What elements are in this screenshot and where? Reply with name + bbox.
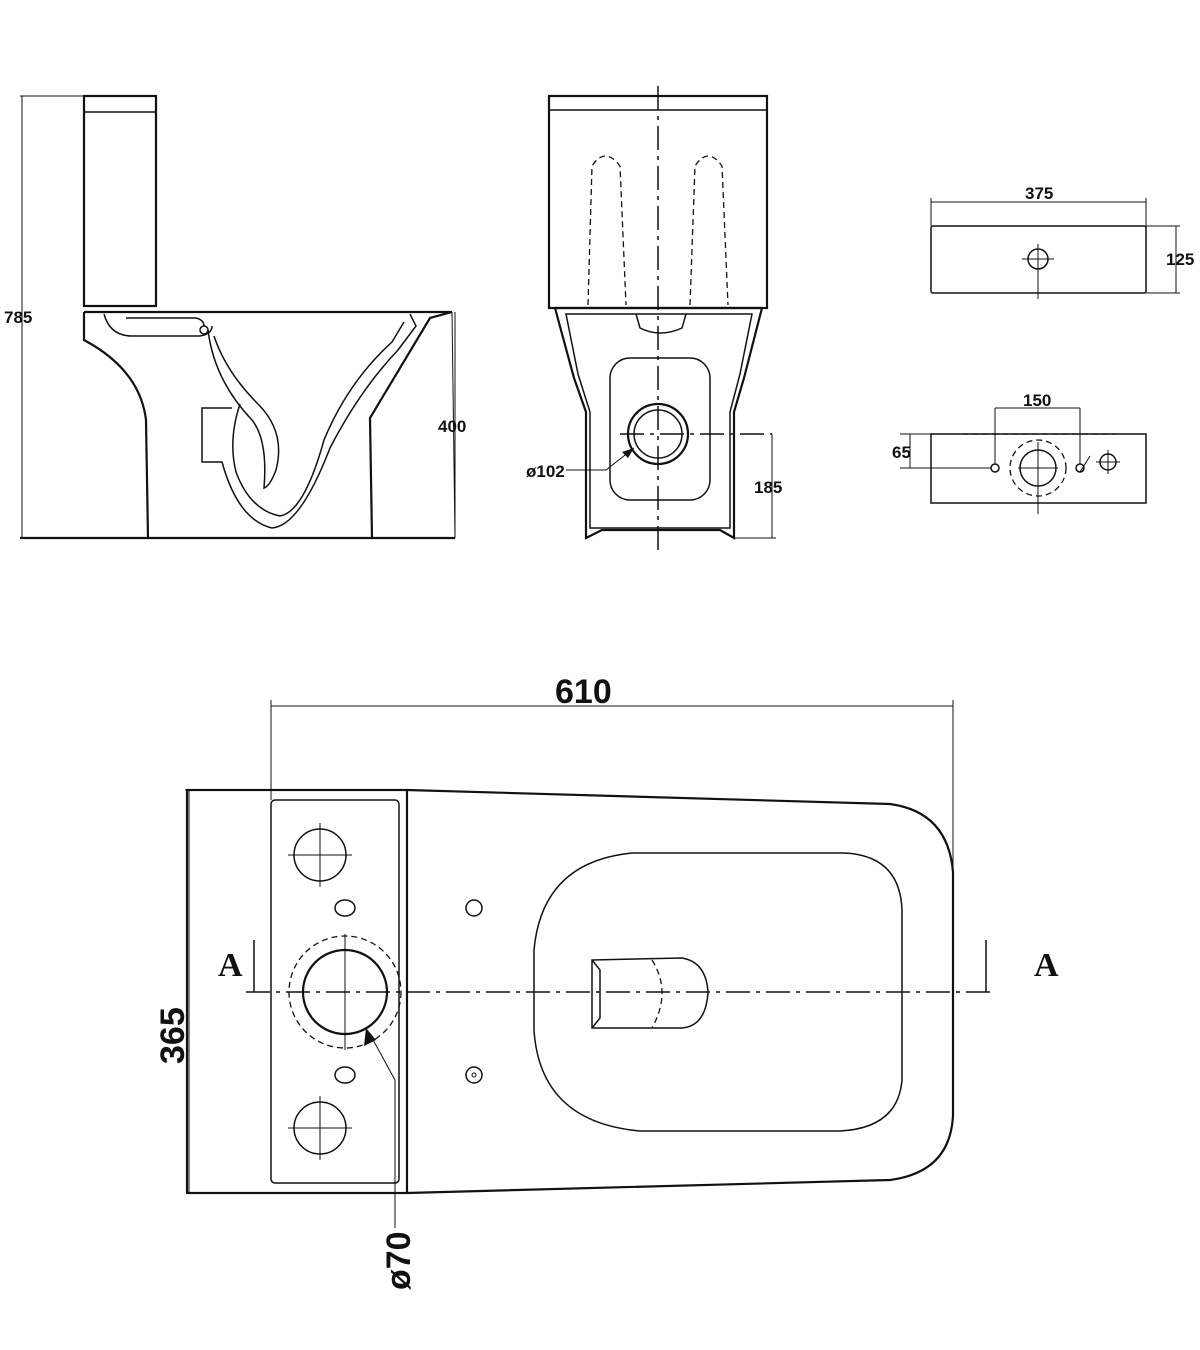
dim-125: 125 bbox=[1166, 250, 1194, 269]
plan-slot-bottom bbox=[334, 1066, 356, 1084]
cistern-top-view: 375 125 bbox=[930, 184, 1194, 299]
plan-bowl-outlet bbox=[591, 957, 709, 1029]
dim-150: 150 bbox=[1023, 391, 1051, 410]
dim-70: ø70 bbox=[380, 1231, 418, 1290]
dim-365: 365 bbox=[154, 1007, 192, 1064]
plan-seat-hole-bottom bbox=[465, 1066, 483, 1084]
side-pan-outline bbox=[82, 310, 453, 539]
plan-seat-hole-top bbox=[465, 899, 483, 917]
plan-slot-top bbox=[334, 899, 356, 917]
rear-view: 185 ø102 bbox=[526, 86, 782, 556]
cistern-bottom-view: 150 65 bbox=[892, 391, 1147, 514]
side-cistern bbox=[82, 94, 158, 308]
plan-seat-opening bbox=[533, 852, 903, 1132]
section-mark-left: A bbox=[218, 947, 243, 984]
side-view: 785 400 bbox=[4, 94, 466, 540]
dim-375: 375 bbox=[1025, 184, 1053, 203]
dim-185: 185 bbox=[754, 478, 782, 497]
cistern-fix-hole-left bbox=[990, 463, 1000, 473]
dim-102: ø102 bbox=[526, 462, 565, 481]
rear-opening bbox=[609, 357, 711, 501]
section-mark-right: A bbox=[1034, 947, 1059, 984]
dim-785: 785 bbox=[4, 308, 32, 327]
side-trapway bbox=[103, 313, 417, 529]
dim-610: 610 bbox=[555, 673, 612, 711]
side-pivot bbox=[199, 325, 209, 335]
dim-65: 65 bbox=[892, 443, 911, 462]
dim-400: 400 bbox=[438, 417, 466, 436]
plan-view: A A 610 365 ø70 bbox=[154, 673, 1059, 1290]
plan-pan-outline bbox=[406, 788, 955, 1195]
